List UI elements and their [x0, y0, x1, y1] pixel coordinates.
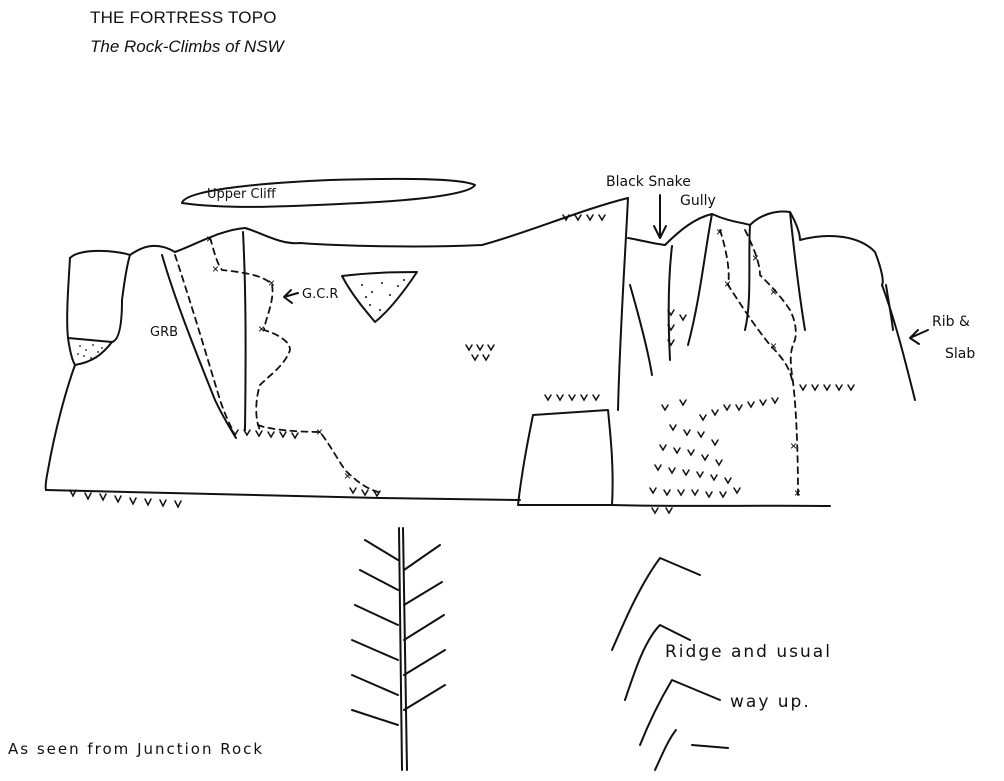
svg-text:×: × [268, 276, 275, 290]
ridge-label-1: Ridge and usual [665, 642, 832, 662]
gully-label: Gully [680, 193, 716, 209]
left-pillar [66, 254, 131, 343]
svg-text:×: × [790, 439, 797, 453]
stipple-pillar [77, 344, 103, 359]
topo-subtitle: The Rock-Climbs of NSW [90, 37, 284, 56]
slab-label: Slab [945, 346, 975, 362]
svg-text:×: × [752, 251, 759, 265]
cliff-base-right [611, 504, 831, 507]
svg-text:×: × [212, 262, 219, 276]
tree-sketch [351, 527, 446, 771]
svg-text:×: × [770, 339, 777, 353]
gcr-label: G.C.R [302, 287, 338, 302]
black-snake-label: Black Snake [606, 174, 691, 190]
rib-label: Rib & [932, 314, 970, 330]
route-grb [174, 254, 236, 436]
central-block [517, 409, 614, 506]
rib-arrow [909, 329, 929, 345]
ridge-lines [611, 557, 729, 771]
cliff-skyline [69, 197, 629, 259]
svg-text:×: × [724, 277, 731, 291]
svg-text:×: × [258, 322, 265, 336]
cliff-skyline-right [627, 210, 884, 286]
vegetation-marks [69, 214, 855, 515]
svg-text:×: × [716, 225, 723, 239]
upper-cliff-outline [181, 177, 476, 208]
svg-text:×: × [794, 486, 801, 500]
upper-cliff-label: Upper Cliff [207, 187, 277, 202]
grb-label: GRB [150, 325, 178, 340]
cliff-base [45, 489, 521, 501]
view-note: As seen from Junction Rock [8, 740, 264, 758]
cliff-left-edge [44, 364, 76, 491]
svg-text:×: × [770, 285, 777, 299]
stipple-triangle [341, 271, 418, 323]
topo-title: THE FORTRESS TOPO [90, 8, 277, 27]
svg-text:×: × [316, 425, 323, 439]
gully-arrow [653, 194, 667, 239]
ridge-label-2: way up. [730, 692, 811, 712]
route-gcr-1 [209, 237, 291, 431]
svg-text:×: × [344, 469, 351, 483]
svg-text:×: × [206, 232, 213, 246]
